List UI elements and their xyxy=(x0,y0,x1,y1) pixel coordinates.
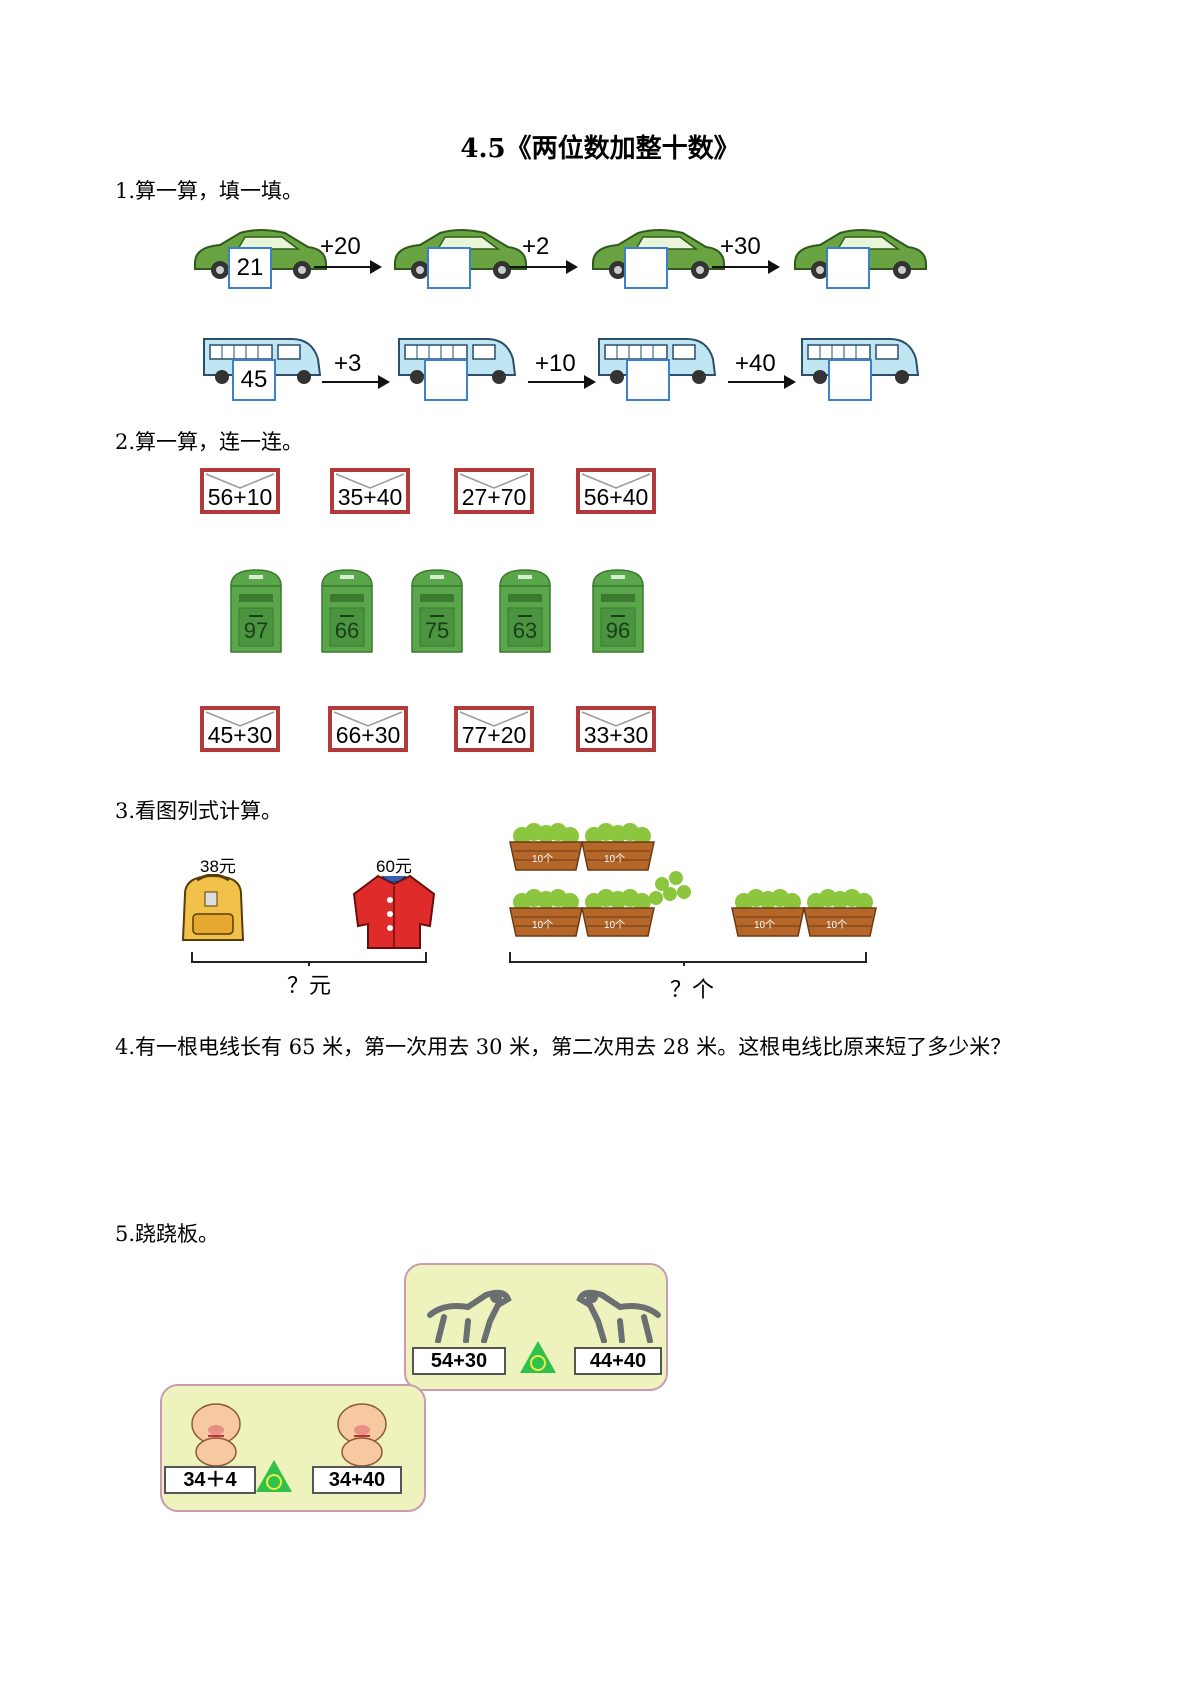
envelope-expression: 35+40 xyxy=(337,484,403,510)
bag-price: 38元 xyxy=(200,857,236,876)
bus-op-1: +3 xyxy=(334,350,362,377)
question-4: 4.有一根电线长有 65 米，第一次用去 30 米，第二次用去 28 米。这根电… xyxy=(115,1035,1012,1059)
bus-answer-box-2[interactable] xyxy=(626,359,670,401)
envelope-expression: 45+30 xyxy=(207,722,273,748)
envelope-top-2[interactable]: 35+40 xyxy=(330,468,410,514)
compare-triangle-icon[interactable] xyxy=(518,1339,558,1375)
bus-start-value: 45 xyxy=(232,359,276,401)
dog-icon xyxy=(427,1289,512,1343)
arrow-icon xyxy=(528,375,596,389)
mailbox-number: 97 xyxy=(243,618,269,643)
mailbox[interactable]: 63 xyxy=(496,566,554,656)
bus-answer-box-1[interactable] xyxy=(424,359,468,401)
mailbox[interactable]: 66 xyxy=(318,566,376,656)
arrow-icon xyxy=(712,260,780,274)
mailbox-number: 66 xyxy=(334,618,360,643)
coat-price: 60元 xyxy=(376,857,412,876)
basket-label: 10个 xyxy=(604,853,625,865)
envelope-bottom-2[interactable]: 66+30 xyxy=(328,706,408,752)
envelope-expression: 77+20 xyxy=(461,722,527,748)
arrow-icon xyxy=(322,375,390,389)
car-answer-box-3[interactable] xyxy=(826,247,870,289)
bus-op-3: +40 xyxy=(735,350,776,377)
mailbox-number: 96 xyxy=(605,618,631,643)
mailbox-number: 63 xyxy=(512,618,538,643)
car-op-1: +20 xyxy=(320,233,361,260)
question-5: 5.跷跷板。 xyxy=(115,1222,220,1246)
arrow-icon xyxy=(510,260,578,274)
seesaw-panel-pigs: 34＋4 34+40 xyxy=(160,1384,426,1512)
car-answer-box-2[interactable] xyxy=(624,247,668,289)
envelope-top-3[interactable]: 27+70 xyxy=(454,468,534,514)
coat-icon xyxy=(352,874,436,949)
envelope-bottom-3[interactable]: 77+20 xyxy=(454,706,534,752)
money-brace xyxy=(191,952,427,966)
car-answer-box-1[interactable] xyxy=(427,247,471,289)
car-op-3: +30 xyxy=(720,233,761,260)
question-2: 2.算一算，连一连。 xyxy=(115,430,304,454)
pig-left-expression: 34＋4 xyxy=(164,1466,256,1494)
compare-triangle-icon[interactable] xyxy=(254,1458,294,1494)
arrow-icon xyxy=(314,260,382,274)
mailbox[interactable]: 75 xyxy=(408,566,466,656)
money-question: ？元 xyxy=(287,973,332,998)
dog-right-expression: 44+40 xyxy=(574,1347,662,1375)
backpack-icon xyxy=(181,874,245,941)
basket-label: 10个 xyxy=(532,919,553,931)
pear-brace xyxy=(509,952,867,966)
envelope-expression: 56+40 xyxy=(583,484,649,510)
seesaw-panel-dogs: 54+30 44+40 xyxy=(404,1263,668,1391)
pear-question: ？个 xyxy=(670,977,715,1002)
question-1: 1.算一算，填一填。 xyxy=(115,179,304,203)
mailbox[interactable]: 97 xyxy=(227,566,285,656)
pig-right-expression: 34+40 xyxy=(312,1466,402,1494)
question-3: 3.看图列式计算。 xyxy=(115,799,283,823)
envelope-bottom-1[interactable]: 45+30 xyxy=(200,706,280,752)
envelope-expression: 66+30 xyxy=(335,722,401,748)
envelope-expression: 33+30 xyxy=(583,722,649,748)
pig-icon xyxy=(337,1403,387,1467)
envelope-top-1[interactable]: 56+10 xyxy=(200,468,280,514)
basket-label: 10个 xyxy=(604,919,625,931)
dog-icon xyxy=(576,1289,661,1343)
mailbox-number: 75 xyxy=(424,618,450,643)
car-start-value: 21 xyxy=(228,247,272,289)
envelope-top-4[interactable]: 56+40 xyxy=(576,468,656,514)
envelope-expression: 56+10 xyxy=(207,484,273,510)
basket-label: 10个 xyxy=(532,853,553,865)
page-title: 4.5《两位数加整十数》 xyxy=(460,134,740,164)
envelope-bottom-4[interactable]: 33+30 xyxy=(576,706,656,752)
basket-label: 10个 xyxy=(826,919,847,931)
pig-icon xyxy=(191,1403,241,1467)
dog-left-expression: 54+30 xyxy=(412,1347,506,1375)
bus-answer-box-3[interactable] xyxy=(828,359,872,401)
answer-space-4[interactable] xyxy=(115,1062,1075,1212)
envelope-expression: 27+70 xyxy=(461,484,527,510)
pear-baskets: 10个 10个 10个 10个 10个 10个 xyxy=(509,822,877,937)
bus-op-2: +10 xyxy=(535,350,576,377)
basket-label: 10个 xyxy=(754,919,775,931)
mailbox[interactable]: 96 xyxy=(589,566,647,656)
car-op-2: +2 xyxy=(522,233,550,260)
arrow-icon xyxy=(728,375,796,389)
